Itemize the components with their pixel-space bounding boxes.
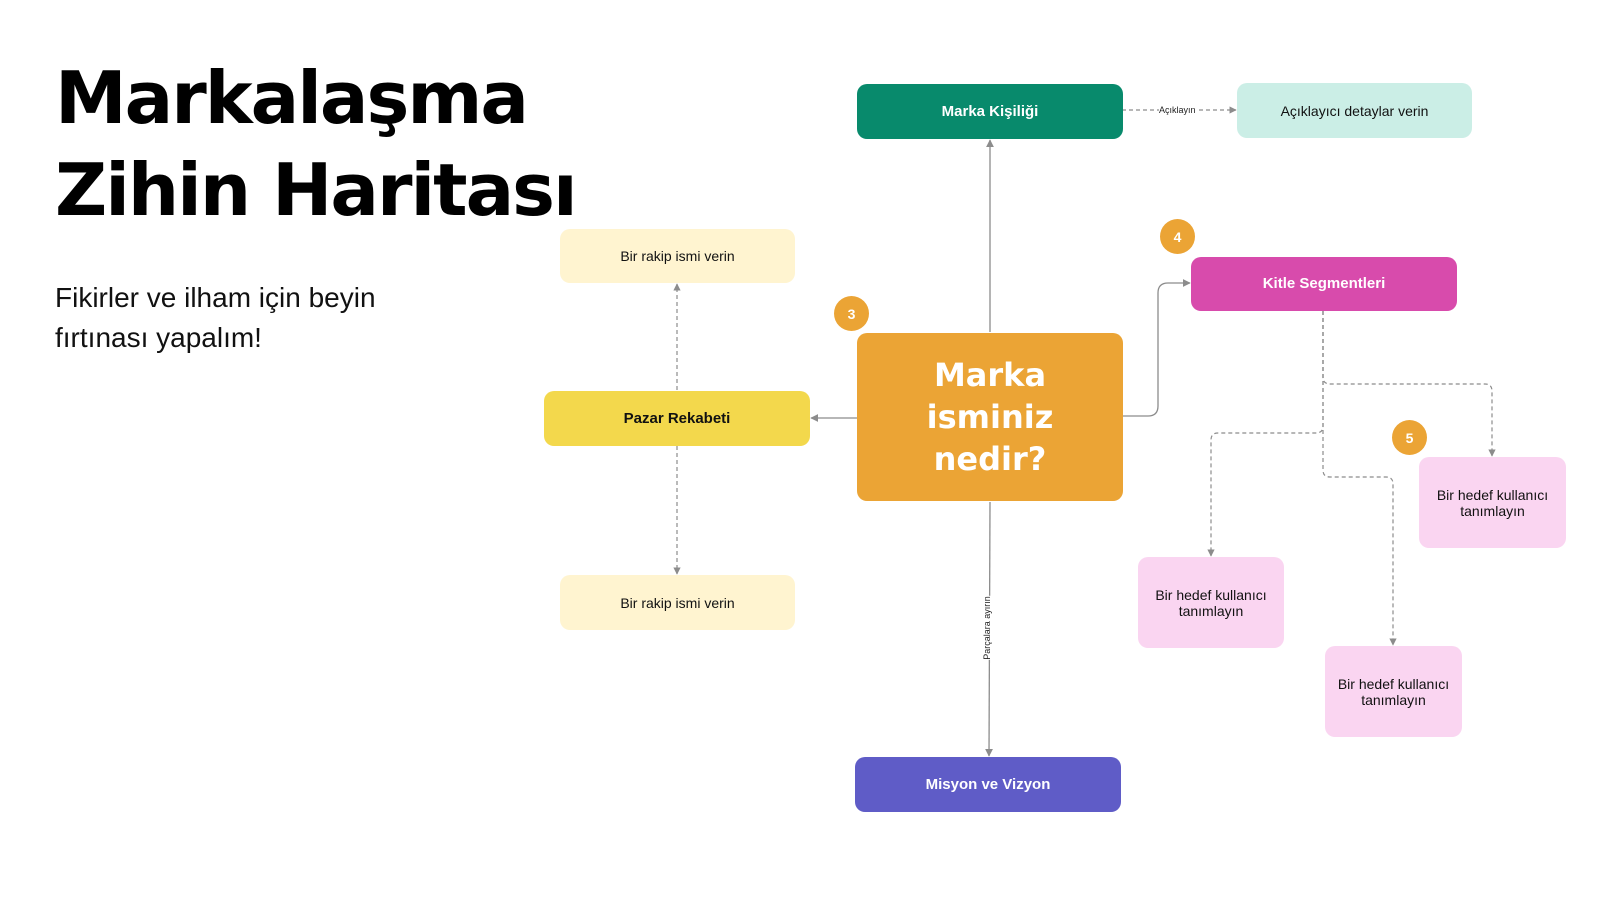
step-badge-3: 3 <box>834 296 869 331</box>
title-line-1: Markalaşma <box>55 56 529 140</box>
step-badge-4: 4 <box>1160 219 1195 254</box>
target-user-label-right: Bir hedef kullanıcı tanımlayın <box>1436 486 1549 519</box>
market-competition-node[interactable]: Pazar Rekabeti <box>544 391 810 446</box>
competitor-node-bottom[interactable]: Bir rakip ismi verin <box>560 575 795 630</box>
title-line-2: Zihin Haritası <box>55 148 578 232</box>
target-user-node-right[interactable]: Bir hedef kullanıcı tanımlayın <box>1419 457 1566 548</box>
mission-vision-node[interactable]: Misyon ve Vizyon <box>855 757 1121 812</box>
central-topic-label: Marka isminiz nedir? <box>926 356 1054 478</box>
edge-audience-to-target-user-middle <box>1322 311 1397 646</box>
target-user-label-middle: Bir hedef kullanıcı tanımlayın <box>1337 675 1450 708</box>
edge-central-to-audience-segments <box>1122 279 1191 417</box>
central-topic-node[interactable]: Marka isminiz nedir? <box>857 333 1123 501</box>
explanation-note-node[interactable]: Açıklayıcı detaylar verin <box>1237 83 1472 138</box>
edge-audience-to-target-user-right <box>1322 311 1496 457</box>
step-badge-5: 5 <box>1392 420 1427 455</box>
edge-label-explain: Açıklayın <box>1159 105 1196 115</box>
mission-vision-label: Misyon ve Vizyon <box>925 775 1051 793</box>
page-title: Markalaşma Zihin Haritası <box>55 52 578 236</box>
brand-personality-node[interactable]: Marka Kişiliği <box>857 84 1123 139</box>
audience-segments-label: Kitle Segmentleri <box>1262 275 1386 292</box>
brand-personality-label: Marka Kişiliği <box>941 102 1039 120</box>
competitor-top-label: Bir rakip ismi verin <box>620 248 735 264</box>
audience-segments-node[interactable]: Kitle Segmentleri <box>1191 257 1457 311</box>
page-subtitle: Fikirler ve ilham için beyin fırtınası y… <box>55 282 376 353</box>
target-user-node-middle[interactable]: Bir hedef kullanıcı tanımlayın <box>1325 646 1462 737</box>
competitor-bottom-label: Bir rakip ismi verin <box>620 594 735 611</box>
target-user-label-left: Bir hedef kullanıcı tanımlayın <box>1155 586 1267 619</box>
target-user-node-left[interactable]: Bir hedef kullanıcı tanımlayın <box>1138 557 1284 648</box>
competitor-node-top[interactable]: Bir rakip ismi verin <box>560 229 795 283</box>
explanation-note-label: Açıklayıcı detaylar verin <box>1280 102 1429 119</box>
market-competition-label: Pazar Rekabeti <box>623 409 731 427</box>
edge-audience-to-target-user-left <box>1207 311 1324 557</box>
edge-label-split: Parçalara ayırın <box>981 596 992 660</box>
